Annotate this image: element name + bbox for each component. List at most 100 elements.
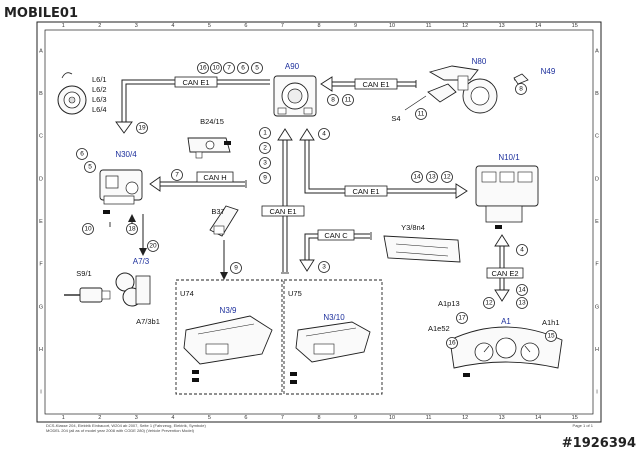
grid-column-label: 5	[208, 23, 211, 29]
grid-row-label: G	[595, 304, 599, 310]
s4-leader	[404, 95, 427, 111]
s9-1-switch	[64, 287, 111, 303]
a7-3-label: A7/3	[133, 257, 150, 266]
can-h-label: CAN H	[203, 173, 226, 182]
grid-column-label: 12	[462, 23, 468, 29]
connector-icons	[103, 141, 502, 384]
svg-text:11: 11	[345, 97, 352, 104]
b37-sensor	[209, 205, 239, 237]
callout-number: 18	[126, 223, 138, 235]
callout-number: 12	[483, 297, 495, 309]
grid-row-label: I	[596, 390, 598, 396]
svg-text:15: 15	[547, 333, 555, 340]
grid-column-label: 10	[389, 23, 395, 29]
can-e1-top-right-box	[354, 78, 398, 90]
s4-label: S4	[391, 114, 400, 123]
grid-row-label: F	[595, 262, 599, 268]
footer-line1: DCS-Klasse 204, Elektrik Einbauort, W204…	[46, 423, 207, 428]
svg-text:5: 5	[88, 164, 92, 171]
grid-row-label: I	[40, 390, 42, 396]
s9-1-label: S9/1	[76, 269, 91, 278]
can-e1-right-box	[344, 185, 388, 197]
n10-1-module	[475, 165, 539, 223]
u75-region	[283, 279, 383, 395]
n3-10-ecu	[295, 321, 371, 363]
a1e52-label: A1e52	[428, 324, 450, 333]
grid-column-label: 8	[317, 23, 320, 29]
grid-column-label: 6	[244, 415, 247, 421]
callout-number: 10	[82, 223, 94, 235]
a90-label: A90	[285, 62, 300, 71]
n30-4-module	[99, 169, 143, 205]
n10-1-label: N10/1	[498, 153, 520, 162]
grid-column-label: 4	[171, 23, 174, 29]
can-e1-vertical-label: CAN E1	[269, 207, 296, 216]
callout-number: 16	[446, 337, 458, 349]
grid-column-label: 13	[499, 23, 505, 29]
a90-module	[273, 75, 317, 117]
grid-column-label: 15	[572, 23, 578, 29]
grid-column-label: 2	[98, 415, 101, 421]
svg-text:1: 1	[263, 130, 267, 137]
grid-column-label: 10	[389, 415, 395, 421]
l6-2-label: L6/2	[92, 85, 107, 94]
callout-number: 12	[441, 171, 453, 183]
grid-row-label: E	[595, 219, 599, 225]
svg-text:18: 18	[128, 226, 136, 233]
grid-column-label: 5	[208, 415, 211, 421]
a7-3b1-label: A7/3b1	[136, 317, 160, 326]
grid-row-label: D	[595, 176, 599, 182]
grid-column-label: 2	[98, 23, 101, 29]
can-e2-label: CAN E2	[491, 269, 518, 278]
grid-column-label: 9	[354, 23, 357, 29]
grid-row-label: C	[595, 134, 599, 140]
grid-row-label: D	[39, 176, 43, 182]
post-id: #1926394	[562, 436, 636, 451]
callout-number: 5	[251, 62, 263, 74]
a1h1-label: A1h1	[542, 318, 560, 327]
grid-column-label: 12	[462, 415, 468, 421]
footer-line2: MODEL 204 (all as of model year 2008 wit…	[46, 428, 195, 433]
can-c-box	[317, 229, 355, 241]
svg-text:3: 3	[322, 264, 326, 271]
callout-number: 3	[259, 157, 271, 169]
svg-text:20: 20	[149, 243, 157, 250]
n3-9-ecu	[183, 315, 273, 365]
grid-column-label: 3	[135, 415, 138, 421]
y3-8n4-label: Y3/8n4	[401, 223, 425, 232]
svg-text:16: 16	[199, 65, 207, 72]
svg-text:4: 4	[322, 131, 326, 138]
a7-3-arrows	[128, 214, 147, 256]
n3-10-label: N3/10	[323, 313, 345, 322]
can-e1-right-label: CAN E1	[352, 187, 379, 196]
callout-number: 16	[197, 62, 209, 74]
can-h-box	[196, 171, 234, 183]
a1-label: A1	[501, 317, 511, 326]
callout-number: 8	[327, 94, 339, 106]
grid-row-label: B	[595, 91, 599, 97]
svg-text:2: 2	[263, 145, 267, 152]
svg-text:14: 14	[413, 174, 421, 181]
n80-label: N80	[472, 57, 487, 66]
n49-label: N49	[541, 67, 556, 76]
grid-column-label: 7	[281, 23, 284, 29]
callout-number: 4	[516, 244, 528, 256]
grid-column-label: 7	[281, 415, 284, 421]
svg-text:14: 14	[518, 287, 526, 294]
a1-instrument-cluster	[449, 326, 563, 369]
n3-9-label: N3/9	[220, 306, 237, 315]
svg-text:17: 17	[458, 315, 466, 322]
svg-text:11: 11	[418, 111, 425, 118]
svg-text:13: 13	[518, 300, 526, 307]
svg-text:12: 12	[485, 300, 493, 307]
can-e1-vertical-box	[261, 205, 305, 217]
n80-module	[427, 65, 498, 114]
callout-number: 13	[426, 171, 438, 183]
b24-15-sensor	[187, 137, 231, 159]
grid-column-label: 15	[572, 415, 578, 421]
callout-number: 8	[515, 83, 527, 95]
